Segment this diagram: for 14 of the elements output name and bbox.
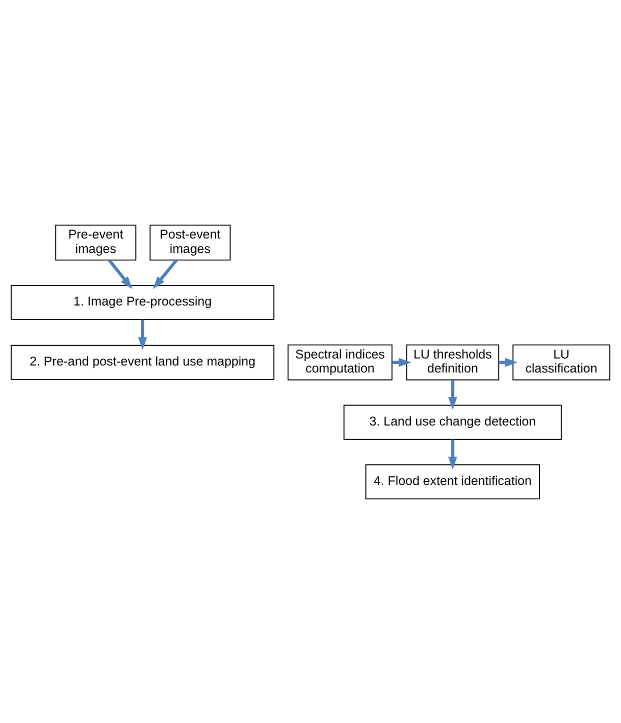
- node-box: 3. Land use change detection: [344, 404, 562, 440]
- arrow: [448, 380, 458, 410]
- node-box: 4. Flood extent identification: [365, 464, 540, 499]
- node-box: 2. Pre-and post-event land use mapping: [10, 344, 274, 380]
- node-box: Spectral indices computation: [288, 344, 392, 380]
- node-box: LU classification: [512, 344, 610, 380]
- node-box: Post-event images: [150, 224, 231, 260]
- arrow: [152, 258, 178, 289]
- arrow: [138, 319, 147, 350]
- arrow: [108, 258, 132, 289]
- node-box: 1. Image Pre-processing: [10, 284, 274, 320]
- arrow: [448, 439, 458, 470]
- node-box: Pre-event images: [55, 224, 136, 260]
- node-box: LU thresholds definition: [406, 344, 500, 380]
